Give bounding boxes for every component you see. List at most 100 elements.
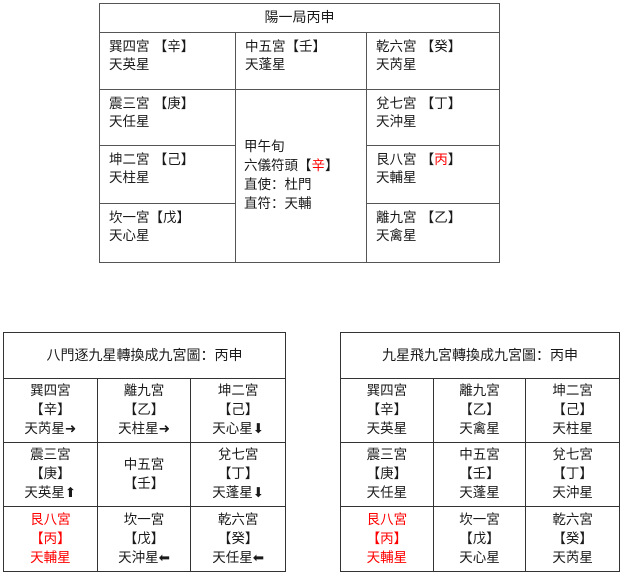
star-label: 天沖星 xyxy=(552,485,593,501)
main-chart-body: 巽四宮 【辛】 天英星 震三宮 【庚】 天任星 坤二宮 【己】 天柱星 坎一宮【… xyxy=(100,33,499,262)
palace-label: 震三宮 xyxy=(366,447,408,463)
main-chart-right-column: 乾六宮 【癸】 天芮星 兌七宮 【丁】 天沖星 艮八宮 【丙】 天輔星 離九宮 … xyxy=(367,33,499,262)
table-cell: 坎一宮 【戊】 天沖星⬅ xyxy=(98,507,192,571)
qimen-main-chart: 陽一局丙申 巽四宮 【辛】 天英星 震三宮 【庚】 天任星 坤二宮 【己】 天柱… xyxy=(99,3,500,263)
stem-label: 【乙】 xyxy=(459,402,500,418)
palace-label: 震三宮 【庚】 xyxy=(109,96,195,112)
liuyi-futou-suffix: 】 xyxy=(325,158,339,174)
palace-label: 艮八宮 xyxy=(366,511,408,528)
star-label: 天任星 xyxy=(109,114,150,130)
palace-label: 離九宮 xyxy=(123,383,165,399)
table-cell: 兌七宮 【丁】 天沖星 xyxy=(526,443,619,507)
table-cell: 乾六宮 【癸】 天任星⬅ xyxy=(191,507,285,571)
table-cell: 巽四宮 【辛】 天英星 xyxy=(341,379,434,443)
stem-label: 【戊】 xyxy=(459,530,500,547)
table-cell: 震三宮 【庚】 天英星⬆ xyxy=(4,443,98,507)
star-label: 天禽星 xyxy=(459,421,500,437)
table-cell: 中五宮 【壬】 xyxy=(97,443,192,507)
bamen-table-title: 八門逐九星轉換成九宮圖：丙申 xyxy=(4,333,285,379)
xun-period-label: 甲午旬 xyxy=(244,139,285,155)
palace-label: 中五宮 xyxy=(123,456,165,473)
star-label: 天輔星 xyxy=(30,549,71,566)
star-label: 天沖星 xyxy=(376,114,417,130)
star-label: 天任星 xyxy=(366,485,408,501)
star-label: 天心星 xyxy=(459,549,500,566)
bamen-conversion-table: 八門逐九星轉換成九宮圖：丙申 巽四宮 【辛】 天芮星➜ 離九宮 【乙】 天柱星➜… xyxy=(3,332,286,572)
stem-label: 【丁】 xyxy=(217,466,259,482)
star-label: 天蓬星⬇ xyxy=(212,485,265,501)
table-cell: 巽四宮 【辛】 天芮星➜ xyxy=(4,379,98,443)
stem-label: 【乙】 xyxy=(123,402,165,418)
palace-label: 坤二宮 xyxy=(552,383,593,399)
star-label: 天蓬星 xyxy=(245,57,286,73)
palace-cell-qian6: 乾六宮 【癸】 天芮星 xyxy=(367,33,499,90)
bamen-table-grid: 巽四宮 【辛】 天芮星➜ 離九宮 【乙】 天柱星➜ 坤二宮 【己】 天心星⬇ 震… xyxy=(4,379,285,571)
star-label: 天心星 xyxy=(109,228,150,244)
star-label: 天芮星 xyxy=(376,57,417,73)
table-cell-highlighted: 艮八宮 【丙】 天輔星 xyxy=(4,507,98,571)
table-cell: 中五宮 【壬】 天蓬星 xyxy=(433,443,527,507)
stem-label: 【庚】 xyxy=(366,466,408,482)
liuyi-futou-stem: 辛 xyxy=(311,158,326,174)
table-cell: 離九宮 【乙】 天禽星 xyxy=(433,379,527,443)
liuyi-futou-prefix: 六儀符頭【 xyxy=(244,158,312,174)
palace-label: 中五宮【壬】 xyxy=(245,39,326,55)
star-label: 天英星⬆ xyxy=(24,485,77,501)
star-label: 天任星⬅ xyxy=(212,549,265,566)
star-label: 天芮星 xyxy=(552,549,593,566)
stem-label: 【癸】 xyxy=(217,530,259,547)
table-cell: 震三宮 【庚】 天任星 xyxy=(341,443,434,507)
stem-label: 【癸】 xyxy=(552,530,593,547)
palace-label: 巽四宮 【辛】 xyxy=(109,39,195,55)
table-cell: 兌七宮 【丁】 天蓬星⬇ xyxy=(191,443,285,507)
stem-label: 【丁】 xyxy=(552,466,593,482)
palace-label: 中五宮 xyxy=(459,447,500,463)
jiuxing-table-grid: 巽四宮 【辛】 天英星 離九宮 【乙】 天禽星 坤二宮 【己】 天柱星 震三宮 … xyxy=(341,379,619,571)
palace-label: 離九宮 【乙】 xyxy=(376,210,462,226)
stem-label: 【辛】 xyxy=(30,402,71,418)
stem-label: 【己】 xyxy=(552,402,593,418)
main-chart-left-column: 巽四宮 【辛】 天英星 震三宮 【庚】 天任星 坤二宮 【己】 天柱星 坎一宮【… xyxy=(100,33,236,262)
palace-label: 坎一宮 xyxy=(123,511,165,528)
star-label: 天英星 xyxy=(109,57,150,73)
star-label: 天芮星➜ xyxy=(24,421,77,437)
stem-label: 【庚】 xyxy=(30,466,71,482)
palace-label: 離九宮 xyxy=(459,383,500,399)
table-cell: 坤二宮 【己】 天心星⬇ xyxy=(191,379,285,443)
liuyi-futou-line: 六儀符頭【辛】 xyxy=(244,157,366,176)
star-label: 天禽星 xyxy=(376,228,417,244)
center-info-panel: 甲午旬 六儀符頭【辛】 直使：杜門 直符：天輔 xyxy=(236,90,366,262)
palace-label-suffix: 】 xyxy=(447,152,462,168)
jiuxing-conversion-table: 九星飛九宮轉換成九宮圖：丙申 巽四宮 【辛】 天英星 離九宮 【乙】 天禽星 坤… xyxy=(340,332,620,572)
stem-label: 【戊】 xyxy=(123,530,165,547)
palace-label: 兌七宮 【丁】 xyxy=(376,96,462,112)
palace-label: 巽四宮 xyxy=(366,383,408,399)
palace-label: 坤二宮 xyxy=(217,383,259,399)
stem-label: 【辛】 xyxy=(366,402,408,418)
palace-label: 兌七宮 xyxy=(552,447,593,463)
star-label: 天柱星➜ xyxy=(118,421,170,437)
palace-label: 震三宮 xyxy=(30,447,71,463)
palace-cell-zhong5: 中五宮【壬】 天蓬星 xyxy=(236,33,366,90)
palace-label: 艮八宮 【丙】 xyxy=(376,151,499,169)
palace-cell-zhen3: 震三宮 【庚】 天任星 xyxy=(100,90,235,146)
stem-label: 【丙】 xyxy=(366,530,408,547)
stem-label: 【丙】 xyxy=(30,530,71,547)
palace-label: 乾六宮 【癸】 xyxy=(376,39,462,55)
star-label: 天心星⬇ xyxy=(212,421,265,437)
table-cell: 乾六宮 【癸】 天芮星 xyxy=(526,507,619,571)
star-label: 天蓬星 xyxy=(459,485,500,501)
zhishi-label: 直使：杜門 xyxy=(244,177,312,193)
palace-label-prefix: 艮八宮 【 xyxy=(376,152,435,168)
star-label: 天輔星 xyxy=(376,170,417,186)
palace-label: 坎一宮【戊】 xyxy=(109,210,190,226)
palace-cell-kan1: 坎一宮【戊】 天心星 xyxy=(100,204,235,262)
palace-label: 乾六宮 xyxy=(217,511,259,528)
jiuxing-table-title: 九星飛九宮轉換成九宮圖：丙申 xyxy=(341,333,619,379)
main-chart-title: 陽一局丙申 xyxy=(100,4,499,33)
star-label: 天英星 xyxy=(366,421,408,437)
zhifu-label: 直符：天輔 xyxy=(244,196,312,212)
palace-label: 兌七宮 xyxy=(217,447,259,463)
table-cell: 坎一宮 【戊】 天心星 xyxy=(434,507,527,571)
palace-cell-kun2: 坤二宮 【己】 天柱星 xyxy=(100,146,235,204)
